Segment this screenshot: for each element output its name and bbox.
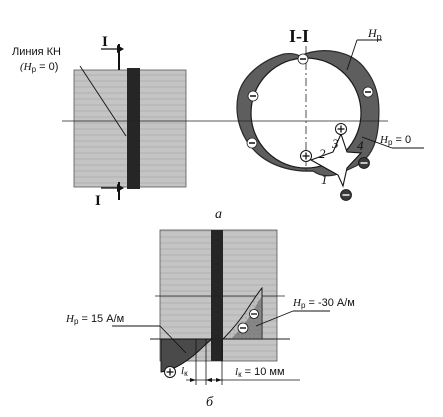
pipe-side-view	[62, 44, 250, 200]
section-title: I-I	[289, 26, 309, 46]
hp-zero-leader	[361, 136, 393, 149]
section-mark-bottom: I	[95, 193, 101, 209]
section-arrow-top-head	[117, 45, 124, 53]
weld-seam	[127, 68, 140, 189]
hp-label: Hр	[367, 26, 382, 42]
hp-15-label: Hр = 15 А/м	[65, 313, 124, 326]
kn-condition-label: (Hр = 0)	[20, 61, 58, 74]
weld-seam-b	[211, 230, 223, 361]
lk-10mm-label: lк = 10 мм	[235, 366, 285, 379]
caption-b: б	[206, 395, 214, 410]
point-4-label: 4	[357, 138, 364, 153]
caption-a: а	[215, 207, 222, 222]
hp-leader	[346, 39, 358, 71]
kn-leader-line	[79, 65, 127, 137]
pipe-cross-section	[236, 39, 424, 201]
point-2-label: 2	[319, 146, 326, 161]
kn-line-label: Линия КН	[12, 46, 61, 58]
field-distribution-view	[112, 229, 330, 385]
section-arrow-bottom-head	[117, 184, 124, 192]
hp-zero-label: Hр = 0	[379, 134, 411, 147]
lk-small-label: lк	[181, 365, 188, 378]
hp-minus30-label: Hр = -30 А/м	[292, 297, 355, 310]
defect-star	[309, 132, 363, 188]
positive-field-lobe	[160, 338, 214, 373]
point-3-label: 3	[331, 136, 339, 151]
point-1-label: 1	[321, 172, 328, 187]
section-mark-top: I	[102, 34, 108, 50]
